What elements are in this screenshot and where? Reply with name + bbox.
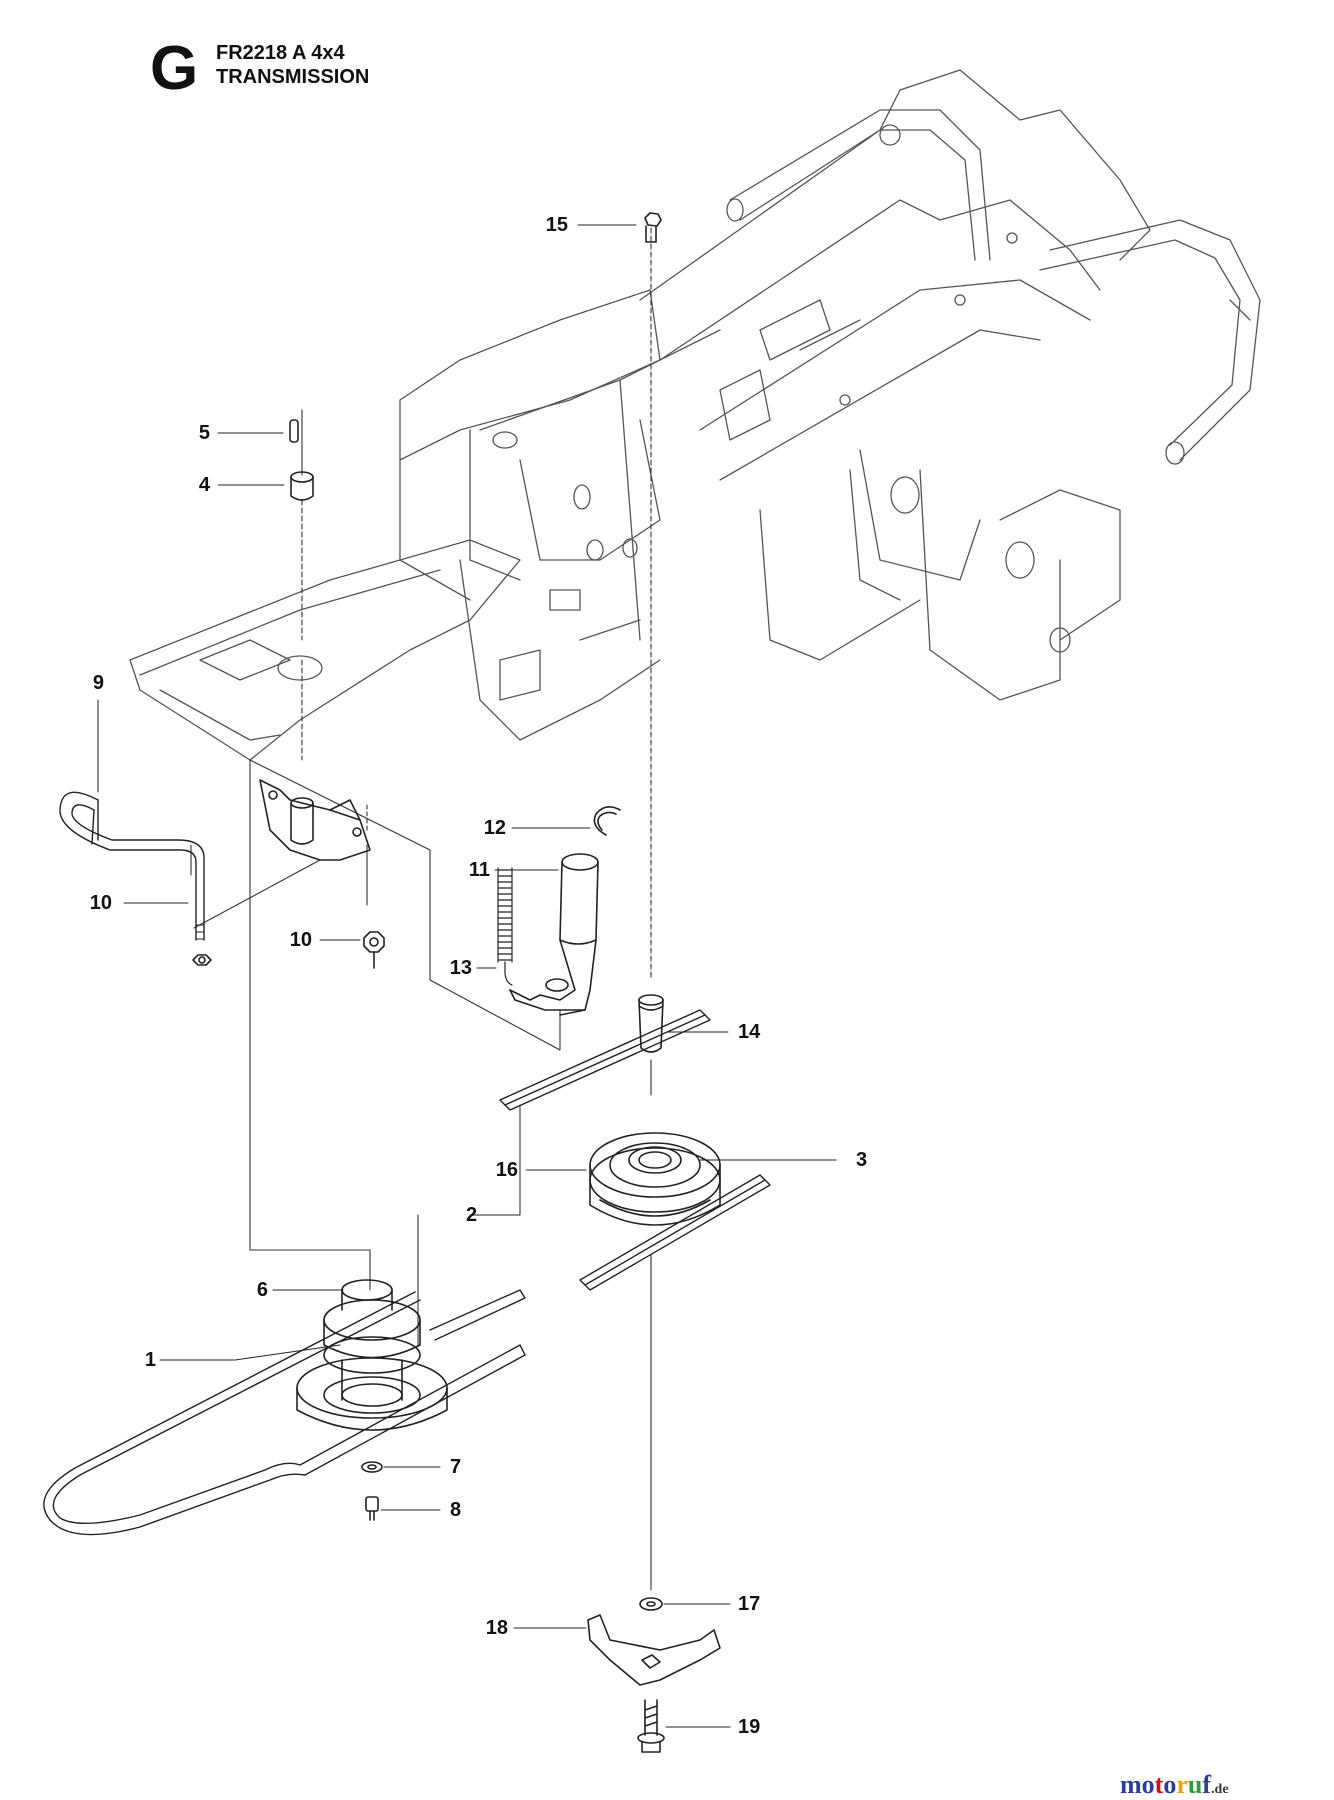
callout-18: 18 xyxy=(485,1617,508,1639)
part-16-idler-pulley xyxy=(589,1132,721,1226)
callout-10a: 10 xyxy=(89,892,112,914)
model-title: FR2218 A 4x4 xyxy=(216,42,345,64)
callout-19: 19 xyxy=(738,1716,761,1738)
watermark-brand: motoruf xyxy=(1120,1770,1211,1799)
motoruf-watermark: motoruf.de xyxy=(1120,1770,1229,1800)
part-12-clip xyxy=(593,806,621,836)
part-7-washer xyxy=(361,1461,383,1473)
chassis-frame xyxy=(129,69,1261,761)
watermark-tld: .de xyxy=(1211,1782,1229,1797)
callout-6: 6 xyxy=(256,1279,268,1301)
part-13-spring xyxy=(497,867,513,986)
part-11-idler-arm xyxy=(509,853,599,1016)
watermark-letter: f xyxy=(1202,1770,1212,1799)
callout-leaders xyxy=(97,224,837,1728)
callout-5: 5 xyxy=(198,422,210,444)
callout-13: 13 xyxy=(449,957,472,979)
part-4-bushing xyxy=(290,471,314,501)
part-14-sleeve xyxy=(638,994,664,1053)
callout-8: 8 xyxy=(450,1499,462,1521)
callout-3: 3 xyxy=(856,1149,868,1171)
part-6-pulley xyxy=(296,1279,448,1431)
part-10-nut-a xyxy=(192,954,212,966)
callout-14: 14 xyxy=(738,1021,761,1043)
callout-2: 2 xyxy=(466,1204,478,1226)
watermark-letter: r xyxy=(1176,1770,1188,1799)
part-18-bracket xyxy=(587,1614,721,1686)
callout-12: 12 xyxy=(483,817,506,839)
callout-7: 7 xyxy=(450,1456,462,1478)
callout-9: 9 xyxy=(92,672,104,694)
watermark-letter: m xyxy=(1120,1770,1142,1799)
watermark-letter: t xyxy=(1154,1770,1164,1799)
part-17-washer xyxy=(639,1597,663,1611)
watermark-letter: o xyxy=(1163,1770,1177,1799)
pivot-bracket xyxy=(259,779,371,861)
callout-17: 17 xyxy=(738,1593,761,1615)
part-19-bolt xyxy=(637,1699,665,1753)
section-letter: G xyxy=(150,34,199,103)
callout-1: 1 xyxy=(144,1349,156,1371)
part-15-bolt xyxy=(644,212,662,243)
callout-4: 4 xyxy=(198,474,210,496)
part-8-screw xyxy=(365,1496,379,1521)
callout-11: 11 xyxy=(468,859,490,881)
callout-15: 15 xyxy=(545,214,568,236)
part-9-rod xyxy=(59,791,205,941)
part-5-roll-pin xyxy=(289,419,299,443)
part-2-3-belt xyxy=(499,1009,771,1291)
part-1-belt xyxy=(43,1289,526,1536)
group-title: TRANSMISSION xyxy=(216,66,370,88)
assembly-axis-lines xyxy=(190,227,652,1591)
watermark-letter: u xyxy=(1187,1770,1203,1799)
callout-10b: 10 xyxy=(289,929,312,951)
callout-16: 16 xyxy=(495,1159,518,1181)
watermark-letter: o xyxy=(1141,1770,1155,1799)
part-10-nut-b xyxy=(363,931,385,969)
